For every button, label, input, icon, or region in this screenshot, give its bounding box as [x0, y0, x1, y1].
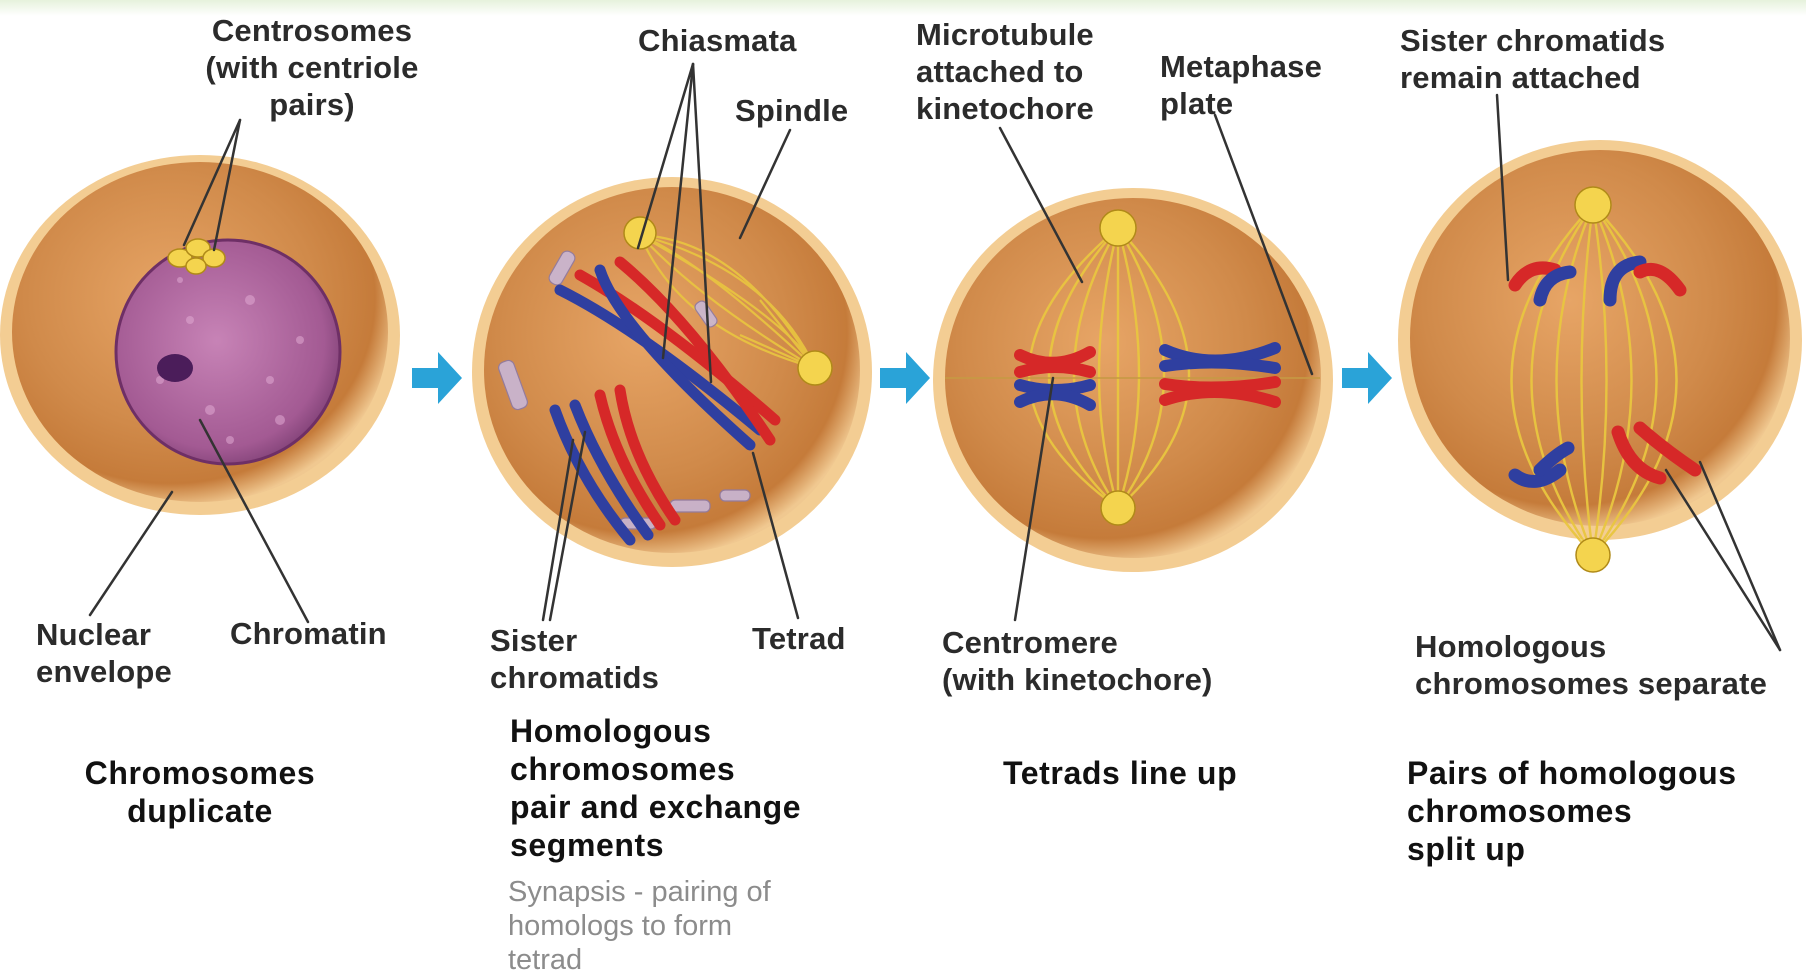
cell-metaphase — [933, 188, 1333, 572]
arrow-right-icon — [412, 352, 462, 404]
label-centrosomes: Centrosomes (with centriole pairs) — [162, 12, 462, 123]
label-tetrad: Tetrad — [752, 620, 846, 657]
cell-anaphase — [1398, 140, 1802, 572]
label-sister-chromatids-attached: Sister chromatids remain attached — [1400, 22, 1665, 96]
cell-prophase-2 — [472, 177, 872, 567]
nucleolus — [157, 354, 193, 382]
label-homologous-separate: Homologous chromosomes separate — [1415, 628, 1767, 702]
caption-stage-3: Tetrads line up — [1003, 754, 1237, 792]
caption-stage-2-note: Synapsis - pairing of homologs to form t… — [508, 875, 771, 977]
label-sister-chromatids: Sister chromatids — [490, 622, 659, 696]
label-microtubule: Microtubule attached to kinetochore — [916, 16, 1094, 127]
arrow-right-icon — [1342, 352, 1392, 404]
caption-stage-2: Homologous chromosomes pair and exchange… — [510, 712, 801, 864]
label-metaphase-plate: Metaphase plate — [1160, 48, 1322, 122]
nucleus — [116, 240, 340, 464]
label-chromatin: Chromatin — [230, 615, 387, 652]
label-nuclear-envelope: Nuclear envelope — [36, 616, 172, 690]
label-spindle: Spindle — [735, 92, 848, 129]
arrow-right-icon — [880, 352, 930, 404]
label-centromere: Centromere (with kinetochore) — [942, 624, 1213, 698]
caption-stage-4: Pairs of homologous chromosomes split up — [1407, 754, 1737, 868]
caption-stage-1: Chromosomes duplicate — [40, 754, 360, 830]
label-chiasmata: Chiasmata — [638, 22, 797, 59]
